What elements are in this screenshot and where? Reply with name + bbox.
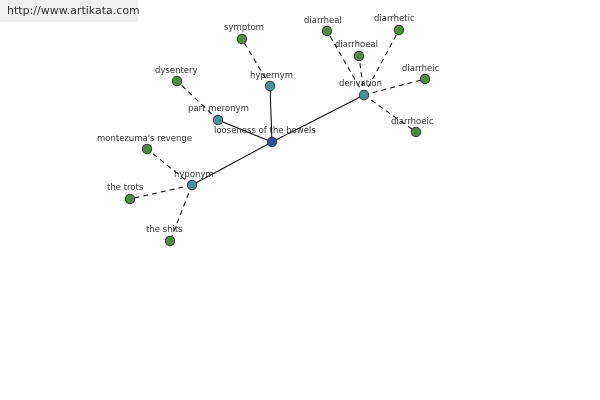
edge-derivation-to-diarrhoeal [358,55,365,96]
node-hypernym[interactable] [264,80,276,92]
label-derivation[interactable]: derivation [339,79,382,89]
graph-nodes [124,24,431,247]
label-diarrhetic[interactable]: diarrhetic [374,14,415,24]
label-dysentery[interactable]: dysentery [155,66,198,76]
edge-part-meronym-to-dysentery [176,80,219,121]
node-the-trots[interactable] [124,193,136,205]
node-diarrheic[interactable] [419,73,431,85]
label-symptom[interactable]: symptom [224,23,264,33]
label-diarrhoeic[interactable]: diarrhoeic [391,117,434,127]
node-diarrhoeic[interactable] [410,126,422,138]
edge-hyponym-to-the-shits [169,184,193,242]
label-diarrheal[interactable]: diarrheal [304,16,342,26]
node-center[interactable] [266,136,278,148]
edge-hyponym-to-montezumas-revenge [146,148,193,186]
edge-hyponym-to-the-trots [129,184,193,200]
node-diarrheal[interactable] [321,25,333,37]
edge-center-to-part-meronym [217,119,273,143]
graph-edges [129,29,426,242]
label-hyponym[interactable]: hyponym [174,170,214,180]
edge-derivation-to-diarrheal [326,30,365,96]
node-the-shits[interactable] [164,235,176,247]
edge-center-to-hyponym [191,141,273,186]
edge-hypernym-to-symptom [241,38,271,87]
edge-center-to-derivation [271,94,365,143]
label-diarrheic[interactable]: diarrheic [402,64,440,74]
edge-derivation-to-diarrheic [363,78,426,96]
label-the-shits[interactable]: the shits [146,225,183,235]
node-symptom[interactable] [236,33,248,45]
edge-derivation-to-diarrhoeic [363,94,417,133]
node-montezumas-revenge[interactable] [141,143,153,155]
node-diarrhetic[interactable] [393,24,405,36]
label-diarrhoeal[interactable]: diarrhoeal [335,40,378,50]
node-diarrhoeal[interactable] [353,50,365,62]
node-hyponym[interactable] [186,179,198,191]
label-montezumas-revenge[interactable]: montezuma's revenge [97,134,192,144]
edge-derivation-to-diarrhetic [363,29,400,96]
graph-labels: looseness of the bowels hypernym part mero… [97,14,440,235]
label-hypernym[interactable]: hypernym [250,71,293,81]
node-derivation[interactable] [358,89,370,101]
edge-center-to-hypernym [269,85,273,143]
site-url-watermark[interactable]: http://www.artikata.com [0,0,140,22]
node-part-meronym[interactable] [212,114,224,126]
label-part-meronym[interactable]: part meronym [188,104,249,114]
node-dysentery[interactable] [171,75,183,87]
label-the-trots[interactable]: the trots [107,183,144,193]
label-center[interactable]: looseness of the bowels [214,126,316,136]
